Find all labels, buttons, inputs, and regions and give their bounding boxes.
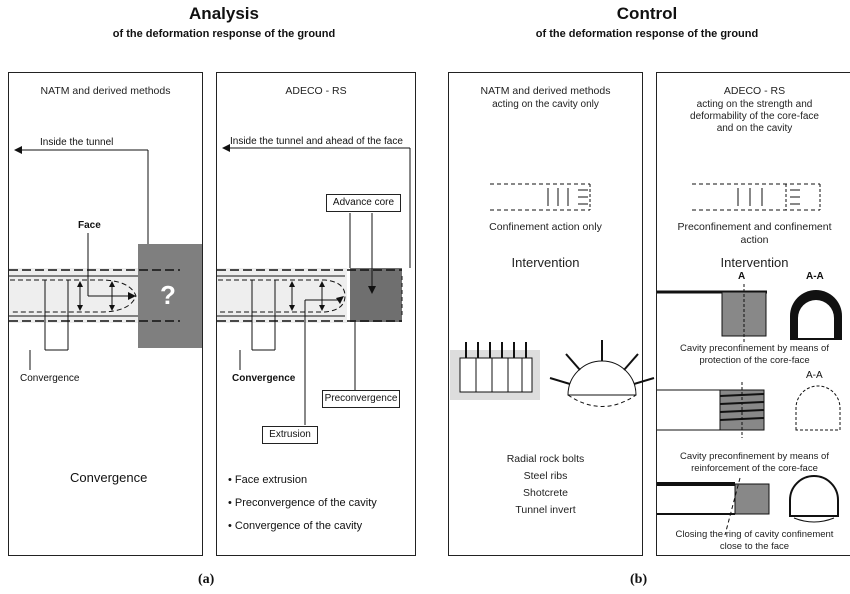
measure-2: Steel ribs xyxy=(523,470,568,482)
natm-intervention-label: Intervention xyxy=(511,255,580,270)
cap3-line1: Closing the ring of cavity confinement xyxy=(675,529,834,540)
natm-control-heading2: acting on the cavity only xyxy=(492,99,599,110)
cap2-line1: Cavity preconfinement by means of xyxy=(680,451,829,462)
inside-ahead-label: Inside the tunnel and ahead of the face xyxy=(230,136,403,147)
bullet-text-3: Convergence of the cavity xyxy=(234,520,363,532)
bullet-text-1: Face extrusion xyxy=(234,474,308,486)
caption-a: (a) xyxy=(198,572,215,587)
extrusion-box: Extrusion xyxy=(262,426,318,444)
preconvergence-box: Preconvergence xyxy=(322,390,400,408)
caption-b: (b) xyxy=(630,572,648,587)
adeco-control-heading2: acting on the strength and xyxy=(696,99,813,110)
adeco-action-label: Preconfinement and confinement xyxy=(677,221,832,233)
control-subtitle: of the deformation response of the groun… xyxy=(535,28,759,40)
natm-analysis-heading: NATM and derived methods xyxy=(40,85,171,97)
face-label: Face xyxy=(78,220,101,231)
cap2-line2: reinforcement of the core-face xyxy=(691,463,818,474)
adeco-control-heading: ADECO - RS xyxy=(723,85,786,97)
unknown-mark: ? xyxy=(160,280,176,310)
section-a-top: A xyxy=(738,271,746,282)
bullet-face-extrusion: • Face extrusion xyxy=(228,474,308,486)
section-aa-1: A-A xyxy=(806,271,824,282)
natm-control-heading: NATM and derived methods xyxy=(480,85,611,97)
bullet-convergence: • Convergence of the cavity xyxy=(228,520,363,532)
control-title: Control xyxy=(616,4,678,23)
cap1-line1: Cavity preconfinement by means of xyxy=(680,343,829,354)
adeco-analysis-heading: ADECO - RS xyxy=(285,85,347,97)
adeco-control-heading4: and on the cavity xyxy=(716,123,793,134)
inside-tunnel-label: Inside the tunnel xyxy=(40,137,114,148)
natm-bottom-convergence: Convergence xyxy=(70,470,148,485)
measure-1: Radial rock bolts xyxy=(506,453,585,465)
convergence-arrow-label: Convergence xyxy=(20,373,80,384)
measure-4: Tunnel invert xyxy=(515,504,576,516)
adeco-convergence-label: Convergence xyxy=(232,373,296,384)
advance-core-box: Advance core xyxy=(326,194,401,212)
adeco-intervention-label: Intervention xyxy=(720,255,789,270)
adeco-action-label2: action xyxy=(740,234,769,246)
bullet-preconvergence: • Preconvergence of the cavity xyxy=(228,497,377,509)
natm-action-label: Confinement action only xyxy=(489,221,602,233)
measure-3: Shotcrete xyxy=(523,487,568,499)
analysis-subtitle: of the deformation response of the groun… xyxy=(112,28,336,40)
cap3-line2: close to the face xyxy=(719,541,790,552)
natm-control-panel: NATM and derived methods acting on the c… xyxy=(448,72,643,556)
adeco-control-heading3: deformability of the core-face xyxy=(690,111,819,122)
analysis-title: Analysis xyxy=(189,4,259,23)
section-aa-2: A-A xyxy=(806,370,823,381)
bullet-text-2: Preconvergence of the cavity xyxy=(234,497,377,509)
cap1-line2: protection of the core-face xyxy=(699,355,810,366)
